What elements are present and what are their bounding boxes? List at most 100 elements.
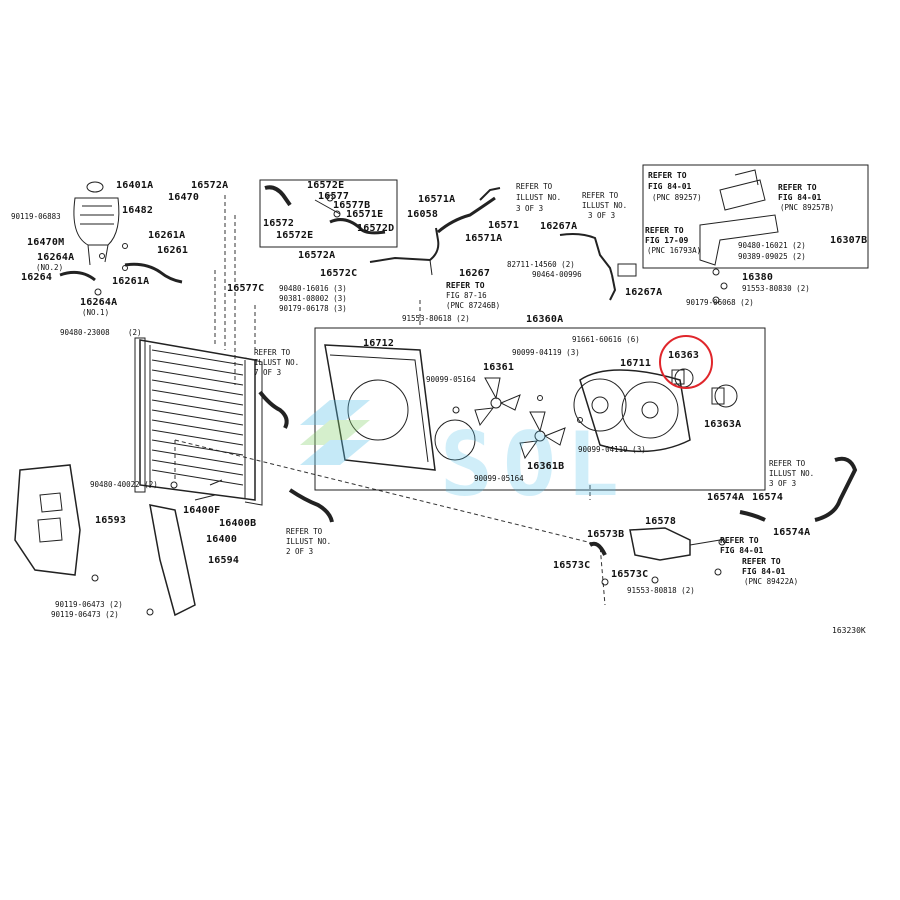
label-16712: 16712 xyxy=(363,338,395,349)
shield-16593 xyxy=(14,464,81,576)
label-16572D: 16572D xyxy=(357,223,395,234)
label-90480-16016: 90480-16016 (3) xyxy=(279,284,347,293)
label-16261: 16261 xyxy=(157,245,189,256)
ref8-line2: ILLUST NO. xyxy=(286,537,332,546)
ref10-line1: REFER TO xyxy=(720,536,759,545)
ref7-line1: REFER TO xyxy=(254,348,291,357)
ref11-line3: (PNC 89422A) xyxy=(744,577,799,586)
group-box-16307B xyxy=(642,164,869,269)
ref6-line3: (PNC 16793A) xyxy=(647,246,702,255)
fan-blade-16361B xyxy=(519,411,566,460)
label-16264: 16264 xyxy=(21,272,53,283)
label-90099-04119-a: 90099-04119 (3) xyxy=(512,348,580,357)
label-16400: 16400 xyxy=(206,534,238,545)
label-16400F: 16400F xyxy=(183,505,221,516)
fan-motor-16363 xyxy=(671,368,694,388)
label-16572: 16572 xyxy=(263,218,295,229)
ref3-line3: (PNC 87246B) xyxy=(446,301,501,310)
watermark-logo xyxy=(300,400,370,465)
label-91553-80830: 91553-80830 (2) xyxy=(742,284,810,293)
label-16572E-2: 16572E xyxy=(276,230,314,241)
label-90480-40022: 90480-40022 (2) xyxy=(90,480,158,489)
group-box-16058 xyxy=(259,179,398,248)
label-90179-06178: 90179-06178 (3) xyxy=(279,304,347,313)
ref2-line1: REFER TO xyxy=(582,191,619,200)
label-16577B: 16577B xyxy=(333,200,371,211)
label-16264A-no1: 16264A xyxy=(80,297,118,308)
label-91553-80818: 91553-80818 (2) xyxy=(627,586,695,595)
label-16400B: 16400B xyxy=(219,518,257,529)
ref9-line3: 3 OF 3 xyxy=(769,479,797,488)
ref1-line3: 3 OF 3 xyxy=(516,204,544,213)
ref7-line3: 7 OF 3 xyxy=(254,368,282,377)
label-16711: 16711 xyxy=(620,358,652,369)
radiator xyxy=(134,337,263,506)
label-16572E: 16572E xyxy=(307,180,345,191)
label-16401A: 16401A xyxy=(116,180,154,191)
ref3-line2: FIG 87-16 xyxy=(446,291,487,300)
label-16572A-2: 16572A xyxy=(298,250,336,261)
ref9-line1: REFER TO xyxy=(769,459,806,468)
ref11-line1: REFER TO xyxy=(742,557,781,566)
ref10-line2: FIG 84-01 xyxy=(720,546,764,555)
label-16261A: 16261A xyxy=(148,230,186,241)
label-16571E: 16571E xyxy=(346,209,384,220)
fan-motor-16363A xyxy=(711,384,738,408)
reservoir-tank xyxy=(73,181,120,266)
label-16573B: 16573B xyxy=(587,529,625,540)
label-16307B: 16307B xyxy=(830,235,868,246)
ref1-line2: ILLUST NO. xyxy=(516,193,562,202)
label-90099-04119-b: 90099-04119 (3) xyxy=(578,445,646,454)
fan-shroud-box xyxy=(314,327,766,491)
label-16572A: 16572A xyxy=(191,180,229,191)
ref1-line1: REFER TO xyxy=(516,182,553,191)
label-16267A: 16267A xyxy=(540,221,578,232)
label-16572C: 16572C xyxy=(320,268,358,279)
label-16571A: 16571A xyxy=(418,194,456,205)
label-16577C: 16577C xyxy=(227,283,265,294)
label-16267: 16267 xyxy=(459,268,491,279)
label-90480-23008: 90480-23008 xyxy=(60,328,110,337)
label-16571: 16571 xyxy=(488,220,520,231)
label-16573C: 16573C xyxy=(553,560,591,571)
label-16571A-2: 16571A xyxy=(465,233,503,244)
label-91661-60616: 91661-60616 (6) xyxy=(572,335,640,344)
ref6-line1: REFER TO xyxy=(645,226,684,235)
label-no2: (NO.2) xyxy=(36,263,64,272)
label-16360A: 16360A xyxy=(526,314,564,325)
label-16573C-2: 16573C xyxy=(611,569,649,580)
fan-motor-shroud xyxy=(573,369,691,453)
label-90464-00996: 90464-00996 xyxy=(532,270,582,279)
label-82711-14560: 82711-14560 (2) xyxy=(507,260,575,269)
ref2-line2: ILLUST NO. xyxy=(582,201,628,210)
label-16470: 16470 xyxy=(168,192,200,203)
label-16267A-2: 16267A xyxy=(625,287,663,298)
label-16361: 16361 xyxy=(483,362,515,373)
label-16363: 16363 xyxy=(668,350,700,361)
label-16574: 16574 xyxy=(752,492,784,503)
label-90480-16021: 90480-16021 (2) xyxy=(738,241,806,250)
label-16264A-no2: 16264A xyxy=(37,252,75,263)
ref9-line2: ILLUST NO. xyxy=(769,469,815,478)
ref7-line2: ILLUST NO. xyxy=(254,358,300,367)
ref6-line2: FIG 17-09 xyxy=(645,236,689,245)
label-16261A-2: 16261A xyxy=(112,276,150,287)
label-90480-23008-qty: (2) xyxy=(128,328,142,337)
label-16574A: 16574A xyxy=(707,492,745,503)
label-16578: 16578 xyxy=(645,516,677,527)
label-90099-05164: 90099-05164 xyxy=(426,375,476,384)
label-no1: (NO.1) xyxy=(82,308,110,317)
ref5-line1: REFER TO xyxy=(778,183,817,192)
ref4-line1: REFER TO xyxy=(648,171,687,180)
ref4-line3: (PNC 89257) xyxy=(652,193,702,202)
label-91553-80618: 91553-80618 (2) xyxy=(402,314,470,323)
label-90389-09025: 90389-09025 (2) xyxy=(738,252,806,261)
label-16470M: 16470M xyxy=(27,237,65,248)
ref5-line2: FIG 84-01 xyxy=(778,193,822,202)
ref2-line3: 3 OF 3 xyxy=(588,211,616,220)
label-90119-06473-b: 90119-06473 (2) xyxy=(51,610,119,619)
ref5-line3: (PNC 89257B) xyxy=(780,203,835,212)
label-16577: 16577 xyxy=(318,191,350,202)
